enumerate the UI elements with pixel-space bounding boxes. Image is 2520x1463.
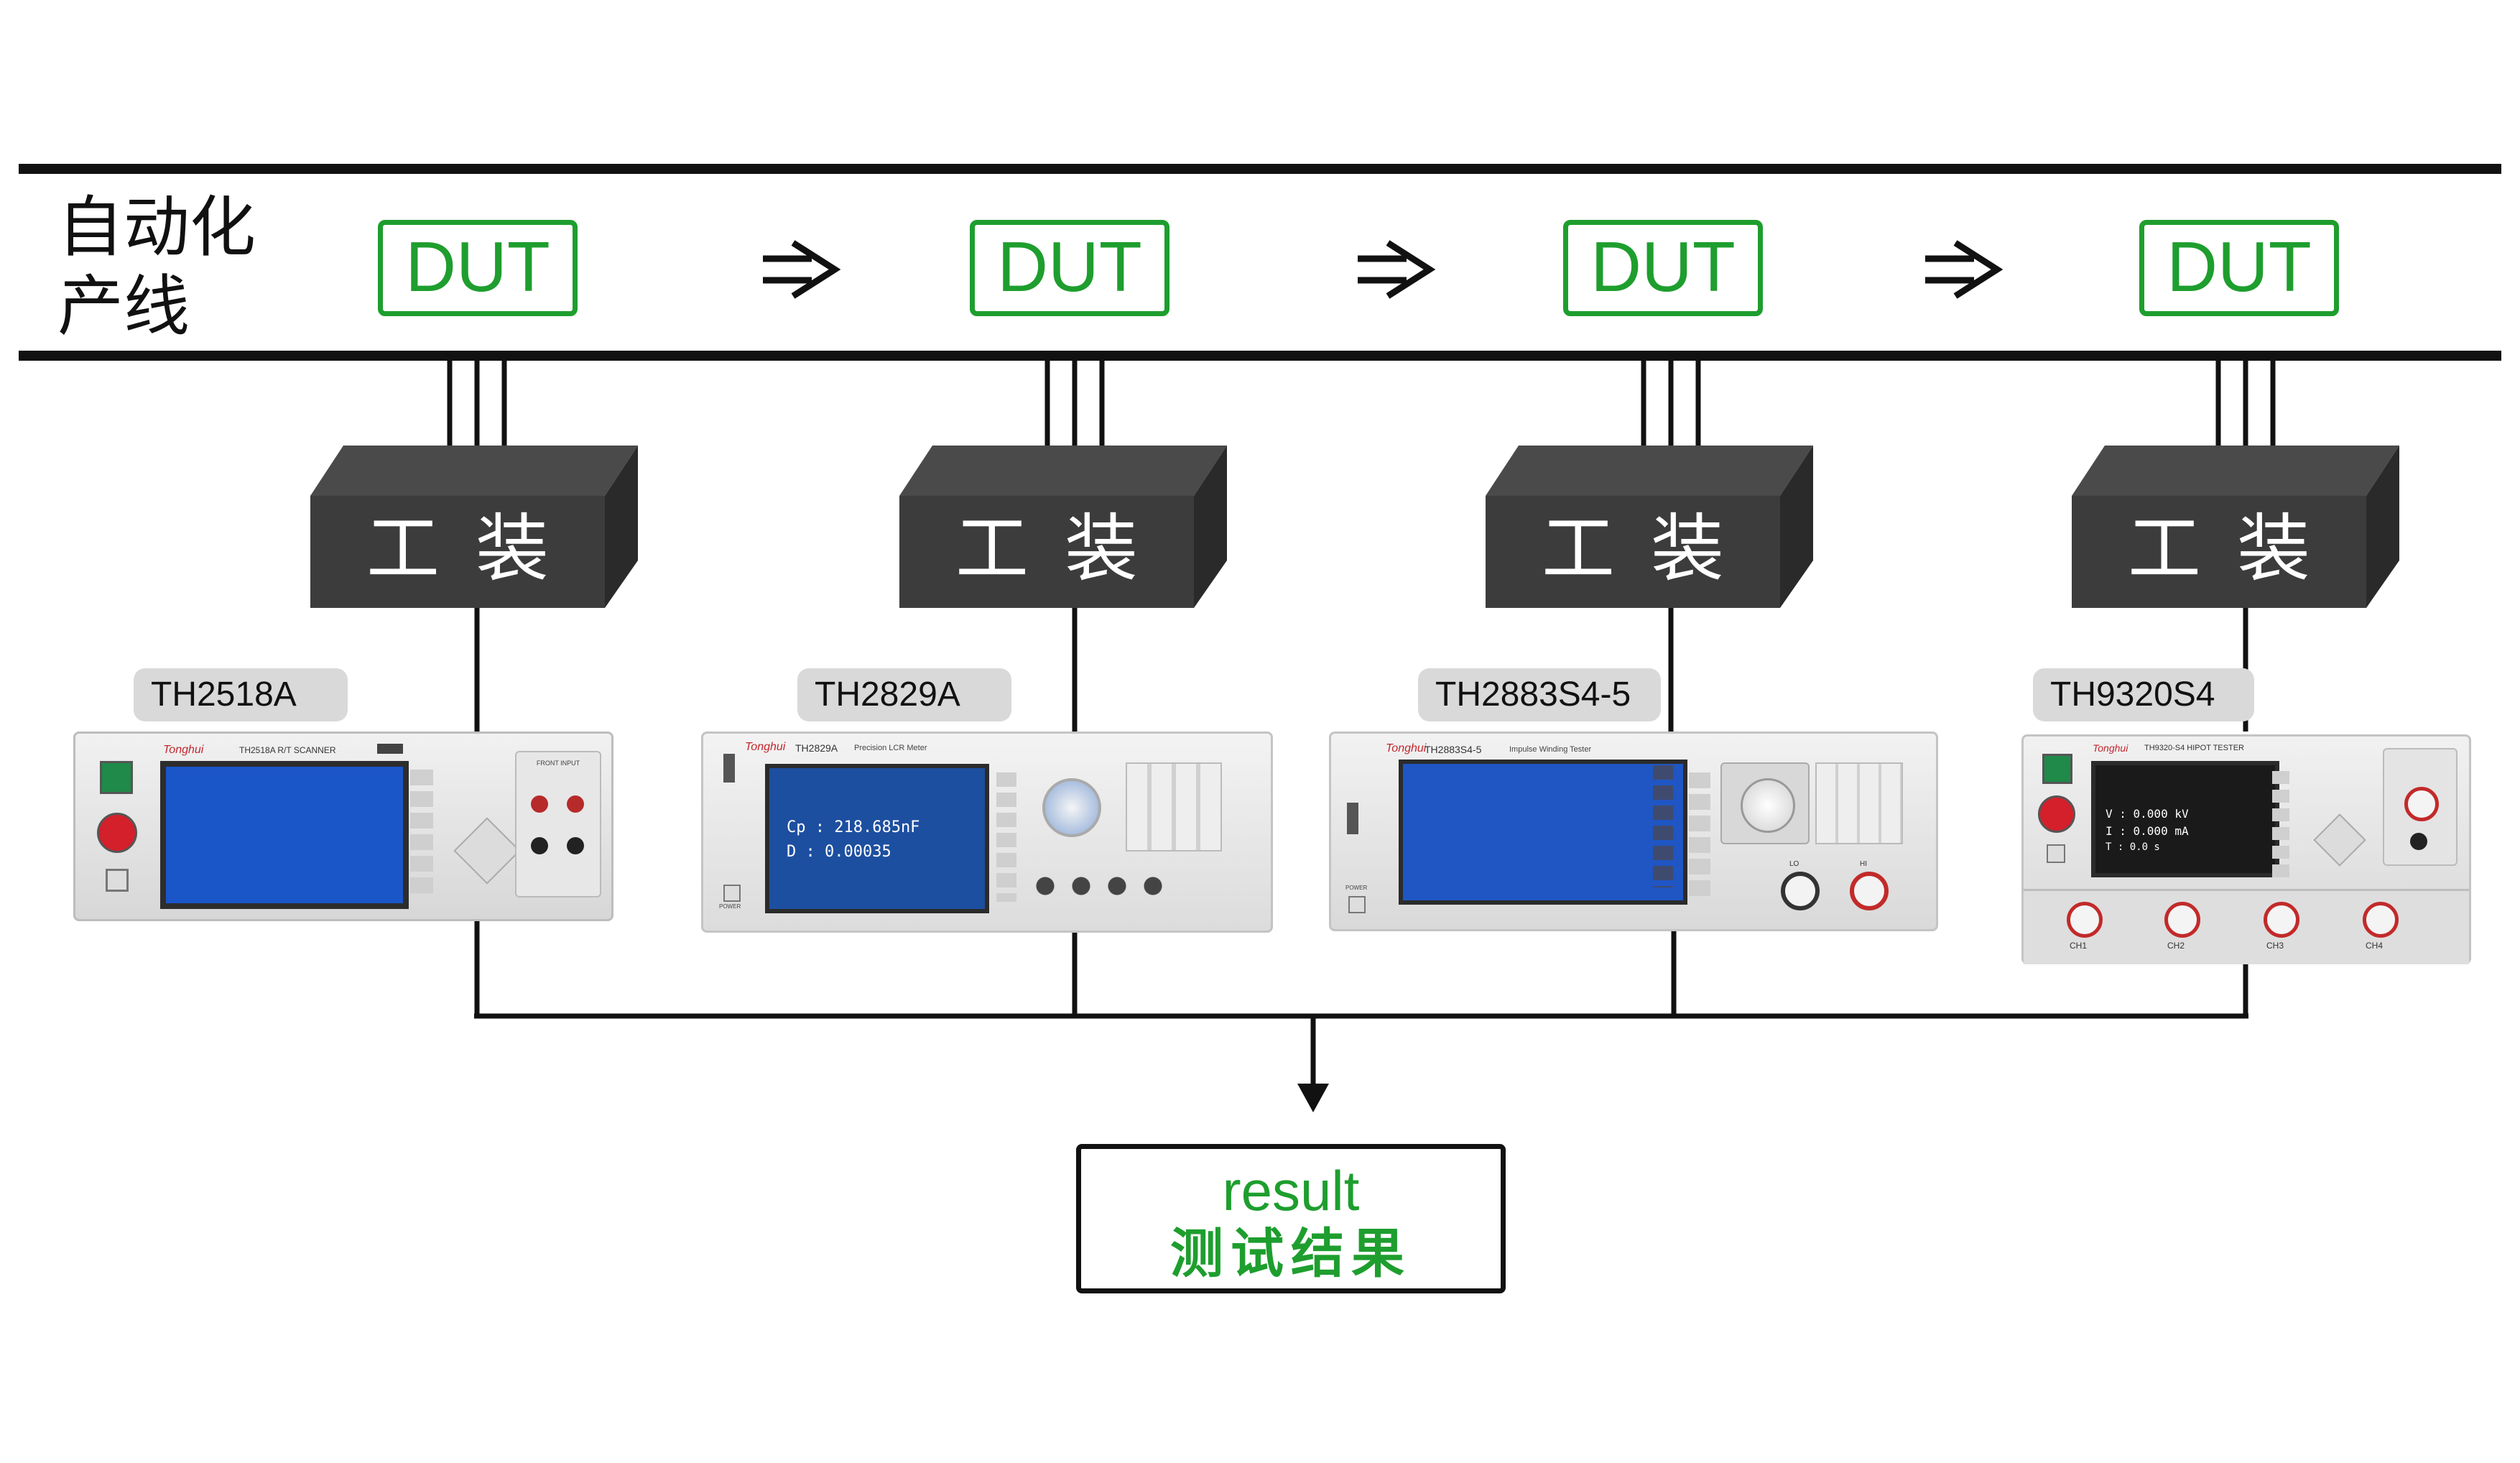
dut-box-3: DUT [1563,220,1763,316]
fixture-label-1: 工装 [366,507,585,592]
instrument-model-label-2: TH2829A [797,668,1011,721]
instrument-model-text: TH2829A [795,742,838,754]
usb-port[interactable] [723,754,735,783]
production-line-bottom-rail [19,351,2501,361]
power-label: POWER [719,903,741,910]
nav-keypad[interactable] [2313,813,2366,867]
terminal-black-icon[interactable] [531,837,548,854]
terminal-black-icon-2[interactable] [567,837,584,854]
hv-terminal-icon[interactable] [2404,787,2439,821]
production-line-top-rail [19,164,2501,174]
terminal-hi-label: HI [1860,860,1867,868]
channel-terminal-icon-4[interactable] [2363,902,2399,938]
readout-primary: Cp : 218.685nF [787,818,920,836]
readout-time: T : 0.0 s [2106,841,2160,853]
instrument-th2518a: Tonghui TH2518A R/T SCANNER FRONT INPUT [73,732,613,921]
bnc-terminals[interactable] [1031,872,1167,900]
instrument-model-text: TH2518A R/T SCANNER [239,745,336,755]
channel-label-3: CH3 [2266,941,2284,951]
start-button[interactable] [2042,754,2072,784]
fixture-label-2: 工装 [955,507,1174,592]
channel-label-2: CH2 [2167,941,2185,951]
instrument-logo: Tonghui [1386,742,1427,754]
softkey-column [1653,765,1673,887]
rotary-knob-icon[interactable] [1720,762,1810,844]
rotary-knob-icon[interactable] [1042,778,1101,837]
fixture-instrument-cables [474,608,2248,732]
instrument-model-text: TH2883S4-5 [1425,744,1482,755]
softkey-column [996,772,1016,902]
channel-terminal-icon-2[interactable] [2164,902,2200,938]
fixture-label-4: 工装 [2128,507,2346,592]
result-label-zh: 测试结果 [1170,1224,1412,1283]
channel-label-4: CH4 [2366,941,2384,951]
softkey-column [410,770,433,899]
readout-secondary: D : 0.00035 [787,843,891,861]
dut-box-2: DUT [970,220,1169,316]
softkey-column-2 [1689,772,1710,902]
front-input-panel: FRONT INPUT [515,751,601,897]
usb-port[interactable] [377,744,403,754]
result-arrow-icon [1297,1084,1329,1112]
numeric-keypad[interactable] [1815,762,1903,844]
flow-arrow-icon-3 [1925,240,2004,299]
instrument-subtitle: Impulse Winding Tester [1509,745,1592,754]
front-input-title: FRONT INPUT [536,760,580,767]
nav-keypad[interactable] [453,817,521,885]
instrument-model-label-3: TH2883S4-5 [1418,668,1661,721]
line-title-line1: 自动化 [57,191,256,264]
lcd-screen: V : 0.000 kV I : 0.000 mA T : 0.0 s [2091,761,2279,877]
instrument-th2829a: Tonghui TH2829A Precision LCR Meter Cp :… [701,732,1273,933]
readout-voltage: V : 0.000 kV [2106,807,2189,821]
line-title-line2: 产线 [57,270,190,343]
result-box: result 测试结果 [1076,1144,1506,1293]
return-terminal-icon[interactable] [2410,833,2427,850]
channel-terminal-icon-3[interactable] [2264,902,2299,938]
terminal-lo-icon[interactable] [1781,872,1820,910]
lcd-screen [1399,760,1687,905]
terminal-red-icon-2[interactable] [567,795,584,813]
fixture-label-3: 工装 [1542,507,1760,592]
instrument-logo: Tonghui [2093,742,2128,754]
instrument-model-text: TH9320-S4 HIPOT TESTER [2144,744,2244,752]
power-button[interactable] [1348,896,1366,913]
instrument-logo: Tonghui [745,741,786,753]
dut-box-1: DUT [378,220,578,316]
instrument-subtitle: Precision LCR Meter [854,744,927,752]
instrument-th9320s4: Tonghui TH9320-S4 HIPOT TESTER V : 0.000… [2021,734,2471,964]
usb-port[interactable] [1347,803,1358,834]
lcd-screen [160,761,409,909]
lcd-screen: Cp : 218.685nF D : 0.00035 [765,764,989,913]
power-button[interactable] [723,885,741,902]
instrument-logo: Tonghui [163,744,204,756]
instrument-model-label-4: TH9320S4 [2033,668,2254,721]
terminal-lo-label: LO [1789,860,1799,868]
stop-button[interactable] [2038,795,2075,833]
power-button[interactable] [106,869,129,892]
softkey-column [2272,771,2289,879]
hv-output-panel [2383,748,2458,866]
stop-button[interactable] [97,813,137,853]
probe-cables [447,361,2276,464]
readout-current: I : 0.000 mA [2106,824,2189,838]
result-bus [474,917,2248,1086]
result-label-en: result [1222,1159,1360,1222]
dut-box-4: DUT [2139,220,2339,316]
power-label: POWER [1345,885,1368,891]
terminal-hi-icon[interactable] [1850,872,1889,910]
channel-terminal-icon-1[interactable] [2067,902,2103,938]
instrument-model-label-1: TH2518A [134,668,348,721]
instrument-th2883s4-5: Tonghui TH2883S4-5 Impulse Winding Teste… [1329,732,1938,931]
terminal-red-icon[interactable] [531,795,548,813]
channel-label-1: CH1 [2070,941,2088,951]
start-button[interactable] [100,761,133,794]
numeric-keypad[interactable] [1126,762,1222,852]
power-button[interactable] [2047,844,2065,863]
flow-arrow-icon-1 [763,240,841,299]
flow-arrow-icon-2 [1358,240,1436,299]
